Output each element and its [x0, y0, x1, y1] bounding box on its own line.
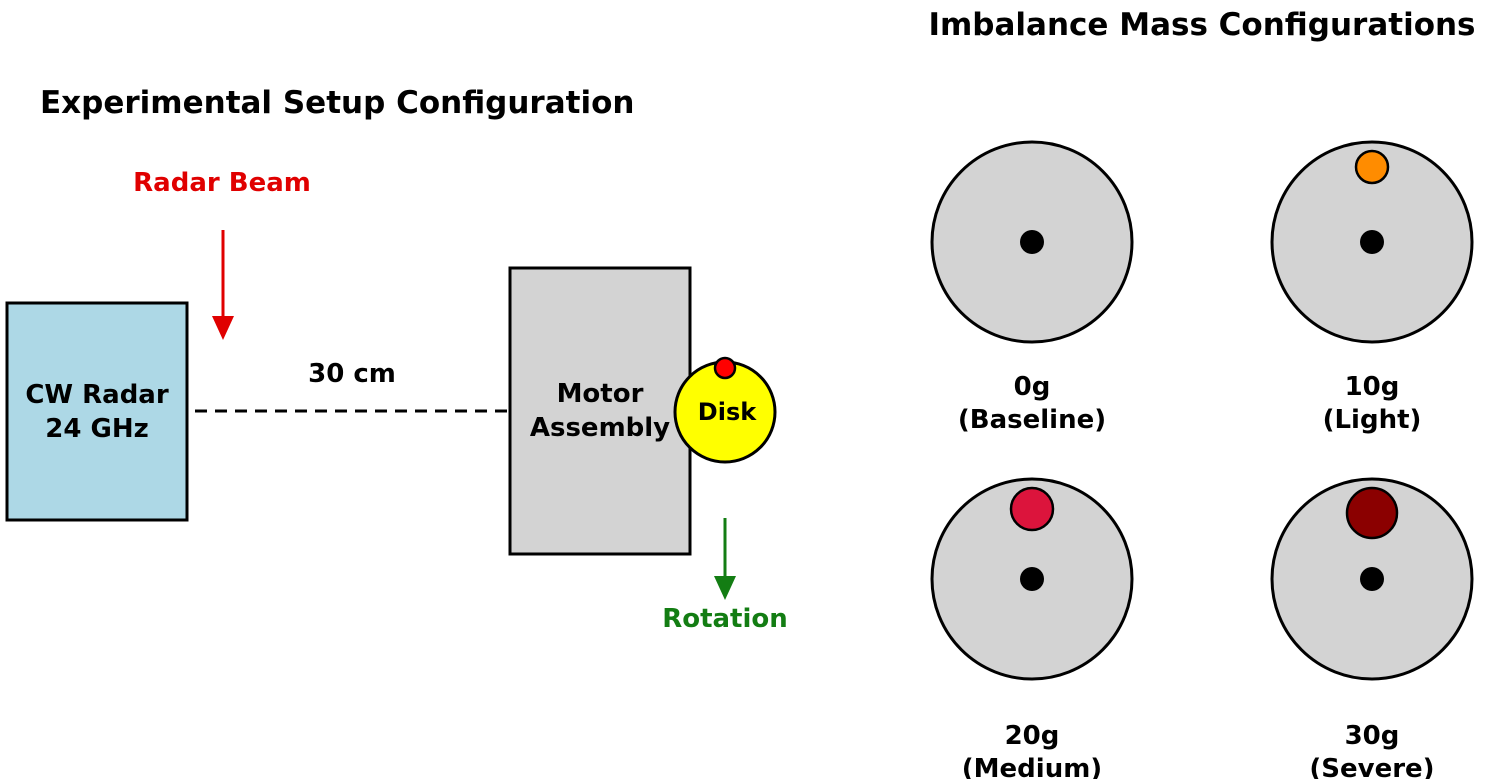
motor-box	[508, 266, 692, 556]
radar-beam-arrow-head	[212, 316, 234, 340]
config-disk-center	[1020, 230, 1044, 254]
config-severity-label: (Medium)	[962, 754, 1102, 779]
config-disk-center	[1360, 230, 1384, 254]
rotation-label: Rotation	[662, 604, 788, 634]
imbalance-config-grid: 0g(Baseline) 10g(Light) 20g (Medium) 30g (Sev…	[930, 140, 1474, 779]
config-mass-label: 10g	[1345, 372, 1400, 402]
radar-label-line2: 24 GHz	[45, 414, 148, 444]
imbalance-config-3: 30g (Severe)	[1270, 477, 1474, 779]
distance-label: 30 cm	[308, 359, 396, 389]
config-disk-center	[1360, 567, 1384, 591]
imbalance-config-0: 0g(Baseline)	[930, 140, 1134, 435]
radar-box	[5, 301, 189, 522]
config-mass-label: 30g	[1345, 721, 1400, 751]
config-disk-center	[1020, 567, 1044, 591]
radar-label-line1: CW Radar	[25, 380, 169, 410]
config-imbalance-mass	[1354, 149, 1390, 185]
config-imbalance-mass	[1009, 486, 1055, 532]
setup-title: Experimental Setup Configuration	[40, 85, 634, 121]
disk-label: Disk	[698, 398, 757, 426]
radar-beam-label: Radar Beam	[133, 168, 311, 198]
config-imbalance-mass	[1345, 486, 1399, 540]
motor-label-line2: Assembly	[530, 413, 670, 443]
rotation-arrow-head	[714, 576, 736, 600]
imbalance-config-1: 10g(Light)	[1270, 140, 1474, 435]
motor-label-line1: Motor	[557, 379, 644, 409]
config-severity-label: (Light)	[1323, 405, 1422, 435]
imbalance-config-2: 20g (Medium)	[930, 477, 1134, 779]
config-mass-label: 0g	[1014, 372, 1051, 402]
config-mass-label: 20g	[1005, 721, 1060, 751]
config-severity-label: (Baseline)	[958, 405, 1106, 435]
config-severity-label: (Severe)	[1309, 754, 1434, 779]
imbalance-title: Imbalance Mass Configurations	[928, 7, 1475, 43]
disk-imbalance-mass	[713, 356, 737, 380]
